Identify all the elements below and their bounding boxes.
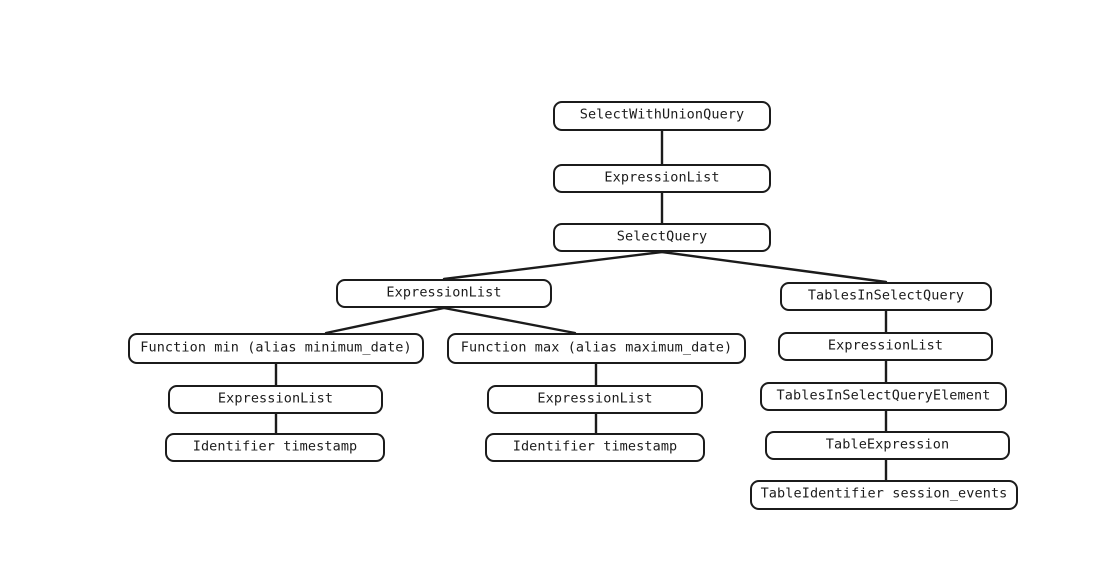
tree-node-label: TableExpression [825, 436, 950, 453]
tree-node[interactable]: SelectWithUnionQuery [553, 101, 771, 131]
tree-node[interactable]: ExpressionList [553, 164, 771, 193]
tree-node[interactable]: ExpressionList [168, 385, 383, 414]
tree-node-label: ExpressionList [217, 390, 334, 407]
tree-node[interactable]: TablesInSelectQueryElement [760, 382, 1007, 411]
tree-node[interactable]: SelectQuery [553, 223, 771, 252]
tree-node-label: ExpressionList [604, 169, 720, 186]
tree-node-label: SelectWithUnionQuery [579, 106, 745, 123]
tree-node[interactable]: ExpressionList [778, 332, 993, 361]
tree-node[interactable]: ExpressionList [487, 385, 703, 414]
tree-node[interactable]: TableExpression [765, 431, 1010, 460]
tree-edge [442, 250, 664, 281]
tree-node-label: TablesInSelectQuery [807, 287, 965, 304]
tree-node-label: Function max (alias maximum_date) [460, 339, 733, 356]
tree-node[interactable]: Function min (alias minimum_date) [128, 333, 424, 364]
tree-node[interactable]: Identifier timestamp [165, 433, 385, 462]
tree-node[interactable]: Identifier timestamp [485, 433, 705, 462]
tree-edge [660, 250, 888, 284]
tree-node[interactable]: ExpressionList [336, 279, 552, 308]
tree-node-label: SelectQuery [616, 228, 708, 245]
tree-node-label: ExpressionList [827, 337, 944, 354]
tree-node-label: ExpressionList [537, 390, 653, 407]
tree-edge [442, 306, 577, 335]
tree-node-label: ExpressionList [386, 284, 502, 301]
tree-node[interactable]: TablesInSelectQuery [780, 282, 992, 311]
tree-node[interactable]: Function max (alias maximum_date) [447, 333, 746, 364]
tree-node-label: Function min (alias minimum_date) [140, 339, 412, 356]
tree-node-label: Identifier timestamp [192, 438, 358, 455]
tree-edge [324, 306, 446, 335]
tree-node-label: TableIdentifier session_events [760, 485, 1008, 502]
tree-node[interactable]: TableIdentifier session_events [750, 480, 1018, 510]
tree-node-label: Identifier timestamp [512, 438, 678, 455]
tree-node-label: TablesInSelectQueryElement [776, 387, 991, 404]
